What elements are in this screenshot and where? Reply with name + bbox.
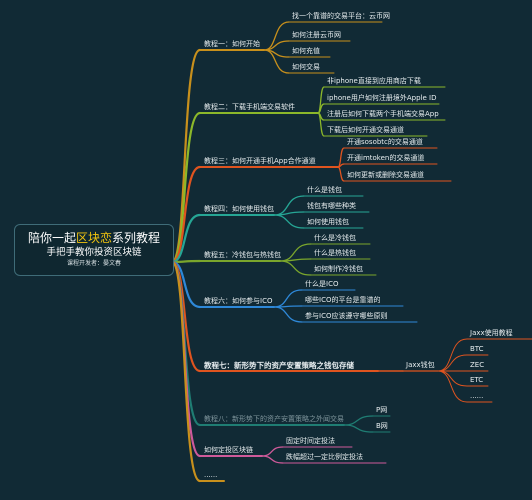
leaf-link-5 <box>437 370 468 403</box>
branch-label-2[interactable]: 教程二：下载手机端交易软件 <box>204 103 295 111</box>
child-label-6-2[interactable]: 哪些ICO的平台是靠谱的 <box>305 296 381 304</box>
branch-link-2 <box>170 111 202 264</box>
root-title-pre: 陪你一起 <box>27 231 76 245</box>
root-title-highlight: 区块恋 <box>75 231 112 245</box>
root-node[interactable]: 陪你一起区块恋系列教程 手把手教你投资区块链 课程开发者：晏文春 <box>14 224 174 276</box>
child-link-4-3 <box>273 214 305 229</box>
branch-label-7[interactable]: 教程七：新形势下的资产安置策略之钱包存储 <box>204 361 354 370</box>
child-label-3-3[interactable]: 如何更新或删除交易通道 <box>347 171 424 179</box>
branch-label-3[interactable]: 教程三：如何开通手机App合作通道 <box>204 157 316 165</box>
child-label-9-1[interactable]: 固定时间定投法 <box>286 437 335 445</box>
child-link-8-1 <box>343 415 374 426</box>
child-label-1-3[interactable]: 如何充值 <box>292 47 320 55</box>
child-label-6-3[interactable]: 参与ICO应该遵守哪些原则 <box>305 312 388 320</box>
child-label-1-1[interactable]: 找一个靠谱的交易平台：云币网 <box>292 12 390 20</box>
root-title-post: 系列教程 <box>112 231 161 245</box>
leaf-label-1[interactable]: Jaxx使用教程 <box>470 329 513 337</box>
child-label-5-2[interactable]: 什么是热钱包 <box>314 249 356 257</box>
child-label-8-1[interactable]: P网 <box>376 406 388 414</box>
child-label-1-4[interactable]: 如何交易 <box>292 63 320 71</box>
child-label-2-4[interactable]: 下载后如何开通交易通道 <box>327 126 404 134</box>
root-author: 课程开发者：晏文春 <box>66 260 121 267</box>
branch-link-10 <box>170 260 202 483</box>
child-link-5-3 <box>279 260 312 276</box>
leaf-label-5[interactable]: ...... <box>470 392 484 400</box>
branch-label-5[interactable]: 教程五：冷钱包与热钱包 <box>204 251 281 259</box>
branch-link-4 <box>170 213 202 264</box>
branch-link-1 <box>170 48 202 264</box>
leaf-label-4[interactable]: ETC <box>470 376 484 384</box>
child-label-7-1[interactable]: Jaxx钱包 <box>406 361 435 369</box>
child-link-4-2 <box>273 211 305 216</box>
branch-link-5 <box>170 259 202 264</box>
branch-label-4[interactable]: 教程四：如何使用钱包 <box>204 205 274 213</box>
root-title: 陪你一起区块恋系列教程 <box>15 231 173 246</box>
child-label-2-2[interactable]: iphone用户如何注册境外Apple ID <box>327 94 437 102</box>
child-label-4-1[interactable]: 什么是钱包 <box>307 186 342 194</box>
child-link-3-3 <box>337 166 345 182</box>
root-subtitle: 手把手教你投资区块链 <box>46 247 142 258</box>
child-label-4-3[interactable]: 如何使用钱包 <box>307 218 349 226</box>
child-link-8-2 <box>343 424 374 433</box>
child-label-6-1[interactable]: 什么是ICO <box>305 280 339 288</box>
child-label-2-1[interactable]: 非iphone直接到应用商店下载 <box>327 77 421 85</box>
child-label-4-2[interactable]: 钱包有哪些种类 <box>307 202 356 210</box>
leaf-label-3[interactable]: ZEC <box>470 361 485 369</box>
child-link-9-2 <box>261 455 284 464</box>
child-link-1-1 <box>263 21 290 51</box>
child-link-9-1 <box>261 446 284 457</box>
child-label-5-1[interactable]: 什么是冷钱包 <box>314 234 356 242</box>
leaf-link-2 <box>437 354 468 372</box>
child-link-6-3 <box>273 306 303 323</box>
child-link-1-4 <box>263 49 290 74</box>
leaf-link-4 <box>437 370 468 387</box>
child-label-3-1[interactable]: 开通sosobtc的交易通道 <box>347 138 423 146</box>
child-link-6-1 <box>273 289 303 308</box>
branch-label-8[interactable]: 教程八：新形势下的资产安置策略之外闻交易 <box>204 415 344 423</box>
leaf-link-1 <box>437 338 468 372</box>
child-label-8-2[interactable]: B网 <box>376 422 388 430</box>
child-label-5-3[interactable]: 如何制作冷钱包 <box>314 265 363 273</box>
branch-label-9[interactable]: 如何定投区块链 <box>204 446 253 454</box>
child-link-2-4 <box>317 112 325 137</box>
child-label-1-2[interactable]: 如何注册云币网 <box>292 31 341 39</box>
child-label-2-3[interactable]: 注册后如何下载两个手机端交易App <box>327 110 439 118</box>
branch-link-3 <box>170 165 202 264</box>
branch-label-1[interactable]: 教程一：如何开始 <box>204 40 260 48</box>
child-label-9-2[interactable]: 跌幅超过一定比例定投法 <box>286 453 363 461</box>
child-label-3-2[interactable]: 开通imtoken的交易通道 <box>347 154 425 162</box>
leaf-label-2[interactable]: BTC <box>470 345 484 353</box>
branch-label-10[interactable]: ...... <box>204 471 218 479</box>
branch-label-6[interactable]: 教程六：如何参与ICO <box>204 297 273 305</box>
